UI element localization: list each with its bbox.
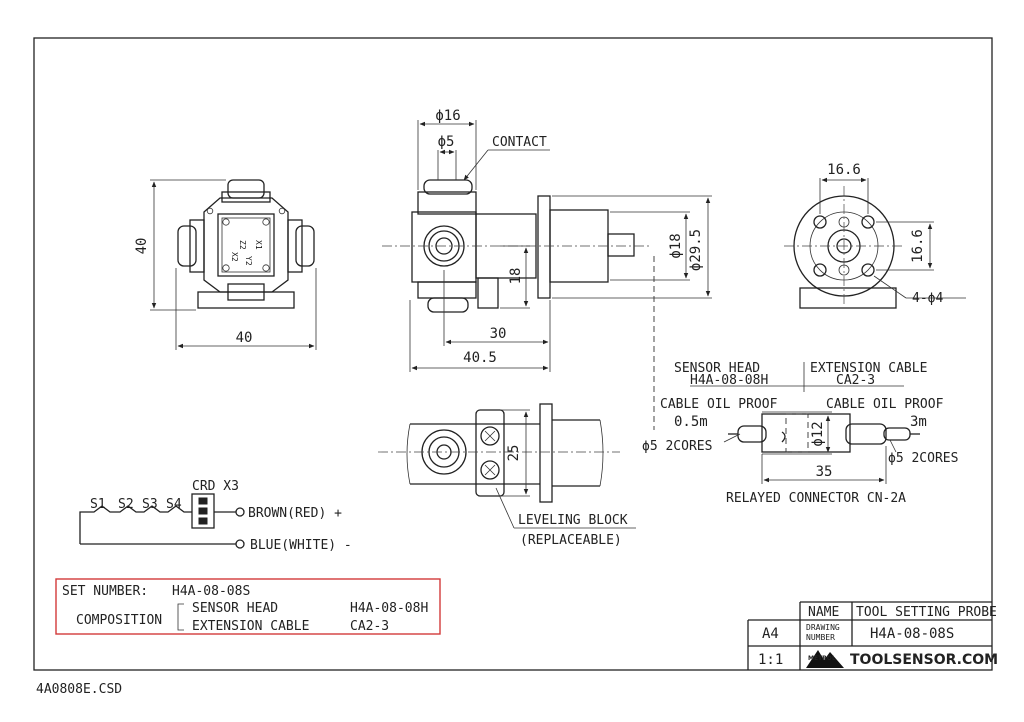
logo-text: METROL [808, 655, 836, 662]
end-16-6-v: 16.6 [910, 229, 926, 263]
sensor-head-label: SENSOR HEAD [674, 361, 760, 376]
blue-wire-label: BLUE(WHITE) - [250, 538, 352, 553]
set-number-value: H4A-08-08S [172, 584, 250, 599]
composition-item-1-part: H4A-08-08H [350, 601, 428, 616]
title-block: NAME TOOL SETTING PROBE DRAWING NUMBER H… [747, 601, 998, 670]
leveling-block-label: LEVELING BLOCK [518, 513, 628, 528]
dim-18: 18 [508, 268, 524, 285]
drawing-label-1: DRAWING [806, 623, 840, 632]
brown-wire-label: BROWN(RED) + [248, 506, 342, 521]
extension-cable-part: CA2-3 [836, 373, 875, 388]
crd-label: CRD X3 [192, 479, 239, 494]
drawing-frame [33, 37, 993, 671]
sensor-head-part: H4A-08-08H [690, 373, 768, 388]
replaceable-label: (REPLACEABLE) [520, 533, 622, 548]
name-label: NAME [808, 605, 839, 620]
drawing-number: H4A-08-08S [870, 626, 954, 642]
composition-item-2-part: CA2-3 [350, 619, 389, 634]
name-value: TOOL SETTING PROBE [856, 605, 997, 620]
set-number-label: SET NUMBER: [62, 584, 148, 599]
dia29-5-dim: ϕ29.5 [688, 229, 704, 271]
svg-text:Y2: Y2 [244, 256, 253, 266]
dia16-dim: ϕ16 [435, 108, 460, 124]
switch-s4: S4 [166, 497, 182, 512]
circuit-diagram: CRD X3 S1 S2 S3 S4 BROWN(RED) + BLUE(WHI… [79, 479, 352, 553]
sheet-size: A4 [762, 626, 779, 642]
switch-s2: S2 [118, 497, 134, 512]
right-cores-label: ϕ5 2CORES [888, 451, 958, 466]
metrol-logo-icon [806, 650, 844, 668]
composition-item-2-name: EXTENSION CABLE [192, 619, 309, 634]
svg-text:Z2: Z2 [238, 240, 247, 250]
detail-view: 25 LEVELING BLOCK (REPLACEABLE) [378, 403, 636, 548]
end-view: 16.6 16.6 4-ϕ4 [784, 162, 966, 309]
left-cores-label: ϕ5 2CORES [642, 439, 712, 454]
right-length: 3m [910, 414, 927, 430]
contact-label: CONTACT [492, 135, 547, 150]
file-name: 4A0808E.CSD [36, 682, 122, 697]
svg-text:X1: X1 [254, 240, 263, 250]
dim-35: 35 [816, 464, 833, 480]
relayed-connector-label: RELAYED CONNECTOR CN-2A [726, 491, 906, 506]
composition-item-1-name: SENSOR HEAD [192, 601, 278, 616]
composition-label: COMPOSITION [76, 613, 162, 628]
highlight-box [55, 578, 441, 635]
front-view: Z2 X1 X2 Y2 40 40 [134, 179, 317, 350]
left-oil-proof: CABLE OIL PROOF [660, 397, 778, 412]
front-width-dim: 40 [236, 330, 253, 346]
front-height-dim: 40 [134, 238, 150, 255]
holes-label: 4-ϕ4 [912, 291, 943, 306]
switch-s1: S1 [90, 497, 106, 512]
svg-text:X2: X2 [230, 252, 239, 262]
dim-25: 25 [506, 445, 522, 462]
side-view: ϕ16 ϕ5 CONTACT 18 ϕ18 ϕ29.5 30 40.5 [382, 108, 712, 372]
extension-cable-label: EXTENSION CABLE [810, 361, 927, 376]
switch-s3: S3 [142, 497, 158, 512]
scale: 1:1 [758, 652, 783, 668]
dia12-dim: ϕ12 [810, 421, 826, 446]
dia5-dim: ϕ5 [438, 134, 455, 150]
brand-text: TOOLSENSOR.COM [850, 652, 998, 668]
dia18-dim: ϕ18 [668, 233, 684, 258]
end-16-6-h: 16.6 [827, 162, 861, 178]
cable-diagram: SENSOR HEAD H4A-08-08H EXTENSION CABLE C… [642, 256, 958, 506]
right-oil-proof: CABLE OIL PROOF [826, 397, 944, 412]
drawing-label-2: NUMBER [806, 633, 835, 642]
dim-30: 30 [490, 326, 507, 342]
set-number-box: SET NUMBER: H4A-08-08S COMPOSITION SENSO… [55, 578, 441, 635]
left-length: 0.5m [674, 414, 708, 430]
dim-40-5: 40.5 [463, 350, 497, 366]
